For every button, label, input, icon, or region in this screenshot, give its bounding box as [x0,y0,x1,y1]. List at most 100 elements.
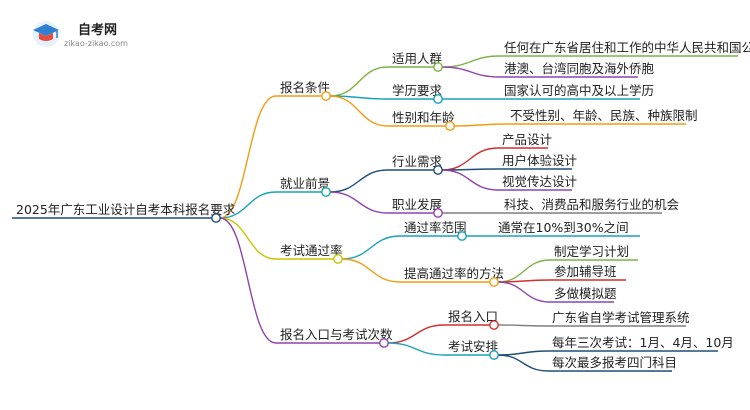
sub-node-3-1[interactable]: 考试安排 [444,339,499,360]
branch-node-0-dot [321,91,331,101]
edge-sub-3-1 [387,342,445,356]
sub-node-3-0-label: 报名入口 [448,309,498,324]
leaf-node-2-1-2[interactable]: 多做模拟题 [550,286,617,303]
edge-leaf-2-1-2 [497,281,551,303]
leaf-node-0-1-0[interactable]: 国家认可的高中及以上学历 [500,83,654,100]
sub-node-0-0[interactable]: 适用人群 [388,51,443,72]
leaf-node-1-0-1-label: 用户体验设计 [502,153,577,168]
leaf-node-0-0-1-label: 港澳、台湾同胞及海外侨胞 [504,61,655,76]
sub-node-0-0-dot [433,62,443,72]
leaf-node-3-1-0[interactable]: 每年三次考试：1月、4月、10月 [548,335,734,352]
sub-node-2-0-dot [457,231,467,241]
sub-node-1-0-label: 行业需求 [392,154,443,169]
connector-lines [219,55,551,372]
branch-node-0-label: 报名条件 [280,80,330,95]
leaf-node-2-0-0-label: 通常在10%到30%之间 [498,220,629,235]
sub-node-2-0[interactable]: 通过率范围 [400,220,467,241]
edge-leaf-0-2-0 [453,123,507,127]
leaf-node-0-0-0-label: 任何在广东省居住和工作的中华人民共和国公民 [504,40,750,55]
sub-node-1-1-dot [433,208,443,218]
sub-node-3-1-label: 考试安排 [448,339,499,354]
mindmap-nodes: 2025年广东工业设计自考本科报名要求 报名条件 适用人群 任何在广东省居住和工作的中… [12,40,750,372]
sub-node-1-0-dot [433,165,443,175]
leaf-node-2-1-2-label: 多做模拟题 [554,286,617,301]
sub-node-2-0-label: 通过率范围 [404,220,467,235]
leaf-node-1-0-0-label: 产品设计 [502,132,552,147]
edge-leaf-3-1-0 [497,350,549,356]
site-logo[interactable]: 自考网 zikao-zikao.com [33,21,128,48]
branch-node-1-dot [321,187,331,197]
leaf-node-2-1-0-label: 制定学习计划 [554,244,629,259]
branch-node-1-label: 就业前景 [280,176,330,191]
edge-branch-1 [219,191,277,219]
graduation-cap-icon [33,21,59,47]
sub-node-3-0[interactable]: 报名入口 [444,309,499,330]
sub-node-1-1-label: 职业发展 [392,197,442,212]
branch-node-2[interactable]: 考试通过率 [276,243,343,264]
leaf-node-1-0-1[interactable]: 用户体验设计 [498,153,577,170]
leaf-node-3-1-1[interactable]: 每次最多报考四门科目 [548,355,677,372]
root-node-label: 2025年广东工业设计自考本科报名要求 [16,202,236,217]
edge-leaf-0-0-0 [441,55,501,68]
leaf-node-3-0-0[interactable]: 广东省自学考试管理系统 [548,310,690,327]
branch-node-3-label: 报名入口与考试次数 [280,327,393,342]
leaf-node-1-0-0[interactable]: 产品设计 [498,132,552,149]
sub-node-1-0[interactable]: 行业需求 [388,154,443,175]
logo-name: 自考网 [78,22,117,38]
leaf-node-0-0-0[interactable]: 任何在广东省居住和工作的中华人民共和国公民 [500,40,750,57]
leaf-node-1-1-0[interactable]: 科技、消费品和服务行业的机会 [500,197,680,214]
leaf-node-2-0-0[interactable]: 通常在10%到30%之间 [494,220,640,237]
leaf-node-1-0-2[interactable]: 视觉传达设计 [498,174,577,191]
sub-node-2-1-dot [489,277,499,287]
edge-leaf-3-0-0 [497,324,549,327]
edge-branch-3 [219,217,277,344]
sub-node-1-1[interactable]: 职业发展 [388,197,443,218]
leaf-node-3-1-1-label: 每次最多报考四门科目 [552,355,677,370]
sub-node-0-2-label: 性别和年龄 [392,110,455,125]
sub-node-3-1-dot [489,350,499,360]
sub-node-2-1-label: 提高通过率的方法 [404,266,504,281]
leaf-node-0-0-1[interactable]: 港澳、台湾同胞及海外侨胞 [500,61,655,78]
sub-node-0-2-dot [445,121,455,131]
edge-leaf-0-0-1 [441,66,501,78]
sub-node-2-1[interactable]: 提高通过率的方法 [400,266,504,287]
edge-branch-0 [219,95,277,219]
leaf-node-0-1-0-label: 国家认可的高中及以上学历 [504,83,654,98]
leaf-node-0-2-0-label: 不受性别、年龄、民族、种族限制 [510,108,698,123]
sub-node-0-2[interactable]: 性别和年龄 [388,110,455,131]
edge-sub-2-1 [341,258,401,283]
leaf-node-2-1-0[interactable]: 制定学习计划 [550,244,638,261]
sub-node-3-0-dot [489,320,499,330]
leaf-node-2-1-1-label: 参加辅导班 [554,264,617,279]
edge-leaf-3-1-1 [497,354,549,372]
branch-node-2-dot [333,254,343,264]
branch-node-3-dot [379,338,389,348]
branch-node-2-label: 考试通过率 [280,243,343,258]
edge-branch-2 [219,217,277,260]
edge-sub-0-2 [329,95,389,127]
leaf-node-3-1-0-label: 每年三次考试：1月、4月、10月 [552,335,734,350]
edge-sub-2-0 [341,235,401,260]
edge-sub-1-0 [329,169,389,193]
sub-node-0-1-label: 学历要求 [392,83,443,98]
leaf-node-1-1-0-label: 科技、消费品和服务行业的机会 [504,197,680,212]
branch-node-1[interactable]: 就业前景 [276,176,331,197]
sub-node-0-1[interactable]: 学历要求 [388,83,443,104]
root-node-dot [211,213,221,223]
edge-leaf-1-0-0 [441,147,499,171]
leaf-node-0-2-0[interactable]: 不受性别、年龄、民族、种族限制 [506,108,698,125]
branch-node-3[interactable]: 报名入口与考试次数 [276,327,393,348]
sub-node-0-1-dot [433,94,443,104]
edge-sub-0-0 [329,66,389,97]
edge-sub-1-1 [329,191,389,214]
sub-node-0-0-label: 适用人群 [392,51,443,66]
branch-node-0[interactable]: 报名条件 [276,80,331,101]
leaf-node-3-0-0-label: 广东省自学考试管理系统 [552,310,690,325]
root-node[interactable]: 2025年广东工业设计自考本科报名要求 [12,202,236,223]
edge-sub-3-0 [387,324,445,344]
edge-leaf-1-0-2 [441,169,499,191]
logo-url: zikao-zikao.com [64,39,128,48]
leaf-node-2-1-1[interactable]: 参加辅导班 [550,264,626,281]
